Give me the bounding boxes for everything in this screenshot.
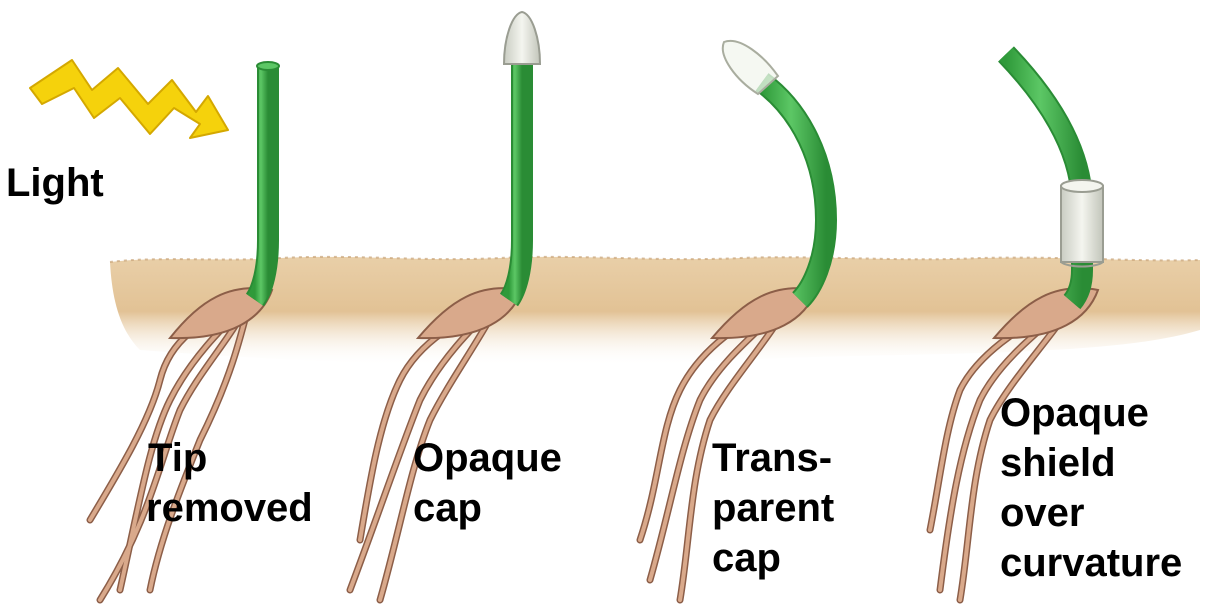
seedling-label-tip-removed: Tip removed [146,433,313,533]
seedling-label-opaque-shield: Opaque shield over curvature [1000,388,1182,588]
cut-tip [257,62,279,70]
label-line: Tip [146,433,313,483]
label-line: curvature [1000,538,1182,588]
label-line: over [1000,488,1182,538]
label-line: parent [712,483,834,533]
label-line: Opaque [413,433,562,483]
light-label: Light [6,158,104,208]
label-line: shield [1000,438,1182,488]
light-bolt-icon [30,60,228,138]
seedling-label-transparent-cap: Trans- parent cap [712,433,834,583]
label-line: Trans- [712,433,834,483]
seedling-label-opaque-cap: Opaque cap [413,433,562,533]
opaque-cap [504,12,540,64]
label-line: cap [712,533,834,583]
label-line: Opaque [1000,388,1182,438]
opaque-shield [1061,180,1103,267]
label-line: cap [413,483,562,533]
label-line: removed [146,483,313,533]
